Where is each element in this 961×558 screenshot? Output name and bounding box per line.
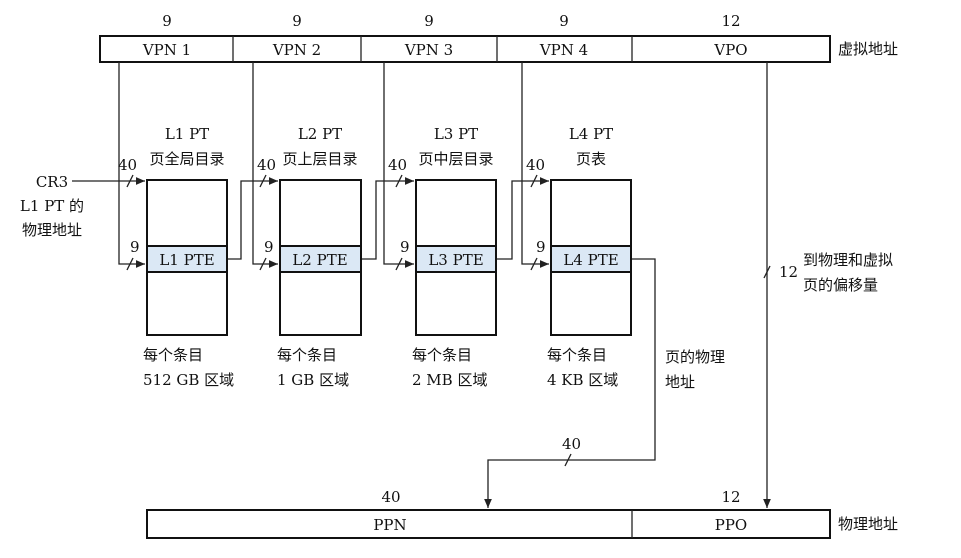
page-phys-note-2: 地址 <box>665 373 695 391</box>
bits-label: 9 <box>130 238 140 256</box>
pte-label: L2 PTE <box>292 251 347 269</box>
offset-note-2: 页的偏移量 <box>803 276 878 294</box>
cr3-label: CR3 <box>36 173 68 191</box>
caption: 4 KB 区域 <box>547 371 618 389</box>
l3-page-table: L3 PT 页中层目录 40 9 L3 PTE 每个条目 2 MB 区域 <box>388 125 497 389</box>
table-subtitle: 页表 <box>576 150 606 168</box>
offset-bits: 12 <box>779 263 798 281</box>
caption: 每个条目 <box>547 346 607 364</box>
caption: 2 MB 区域 <box>412 371 487 389</box>
vpn4-bits: 9 <box>559 12 569 30</box>
vpn1-bits: 9 <box>162 12 172 30</box>
offset-note-1: 到物理和虚拟 <box>803 251 893 269</box>
cr3-desc-2: 物理地址 <box>22 221 82 239</box>
virtual-address-label: 虚拟地址 <box>838 40 898 58</box>
caption: 每个条目 <box>143 346 203 364</box>
vpn2-bits: 9 <box>292 12 302 30</box>
cr3-desc-1: L1 PT 的 <box>20 197 84 215</box>
l2-page-table: L2 PT 页上层目录 40 9 L2 PTE 每个条目 1 GB 区域 <box>257 125 362 389</box>
vpn2-field: VPN 2 <box>272 41 321 59</box>
pte-label: L1 PTE <box>159 251 214 269</box>
bits-label: 40 <box>526 156 545 174</box>
caption: 每个条目 <box>412 346 472 364</box>
ppo-bits: 12 <box>721 488 740 506</box>
physical-address-label: 物理地址 <box>838 515 898 533</box>
vpn3-bits: 9 <box>424 12 434 30</box>
pte-label: L4 PTE <box>563 251 618 269</box>
bits-label: 40 <box>118 156 137 174</box>
bits-label: 9 <box>400 238 410 256</box>
table-title: L4 PT <box>569 125 613 143</box>
caption: 1 GB 区域 <box>277 371 349 389</box>
vpo-field: VPO <box>713 41 747 59</box>
table-title: L1 PT <box>165 125 209 143</box>
table-title: L3 PT <box>434 125 478 143</box>
bits-label: 9 <box>264 238 274 256</box>
page-phys-bits: 40 <box>562 435 581 453</box>
page-phys-note-1: 页的物理 <box>665 348 725 366</box>
bits-label: 40 <box>388 156 407 174</box>
table-subtitle: 页全局目录 <box>149 150 224 168</box>
virtual-address-bar: VPN 1 VPN 2 VPN 3 VPN 4 VPO 9 9 9 9 12 虚… <box>99 12 898 63</box>
table-subtitle: 页上层目录 <box>282 150 357 168</box>
ppn-field: PPN <box>373 516 406 534</box>
table-title: L2 PT <box>298 125 342 143</box>
physical-address-bar: 40 12 PPN PPO 物理地址 <box>146 488 898 539</box>
pte-label: L3 PTE <box>428 251 483 269</box>
ppn-bits: 40 <box>381 488 400 506</box>
table-subtitle: 页中层目录 <box>418 150 493 168</box>
ppo-field: PPO <box>715 516 747 534</box>
vpn1-field: VPN 1 <box>142 41 191 59</box>
l1-page-table: L1 PT 页全局目录 40 9 L1 PTE 每个条目 512 GB 区域 <box>118 125 234 389</box>
caption: 512 GB 区域 <box>143 371 234 389</box>
vpo-bits: 12 <box>721 12 740 30</box>
l4-page-table: L4 PT 页表 40 9 L4 PTE 每个条目 4 KB 区域 <box>526 125 632 389</box>
bits-label: 40 <box>257 156 276 174</box>
vpn3-field: VPN 3 <box>404 41 453 59</box>
vpn4-field: VPN 4 <box>539 41 588 59</box>
caption: 每个条目 <box>277 346 337 364</box>
bits-label: 9 <box>536 238 546 256</box>
